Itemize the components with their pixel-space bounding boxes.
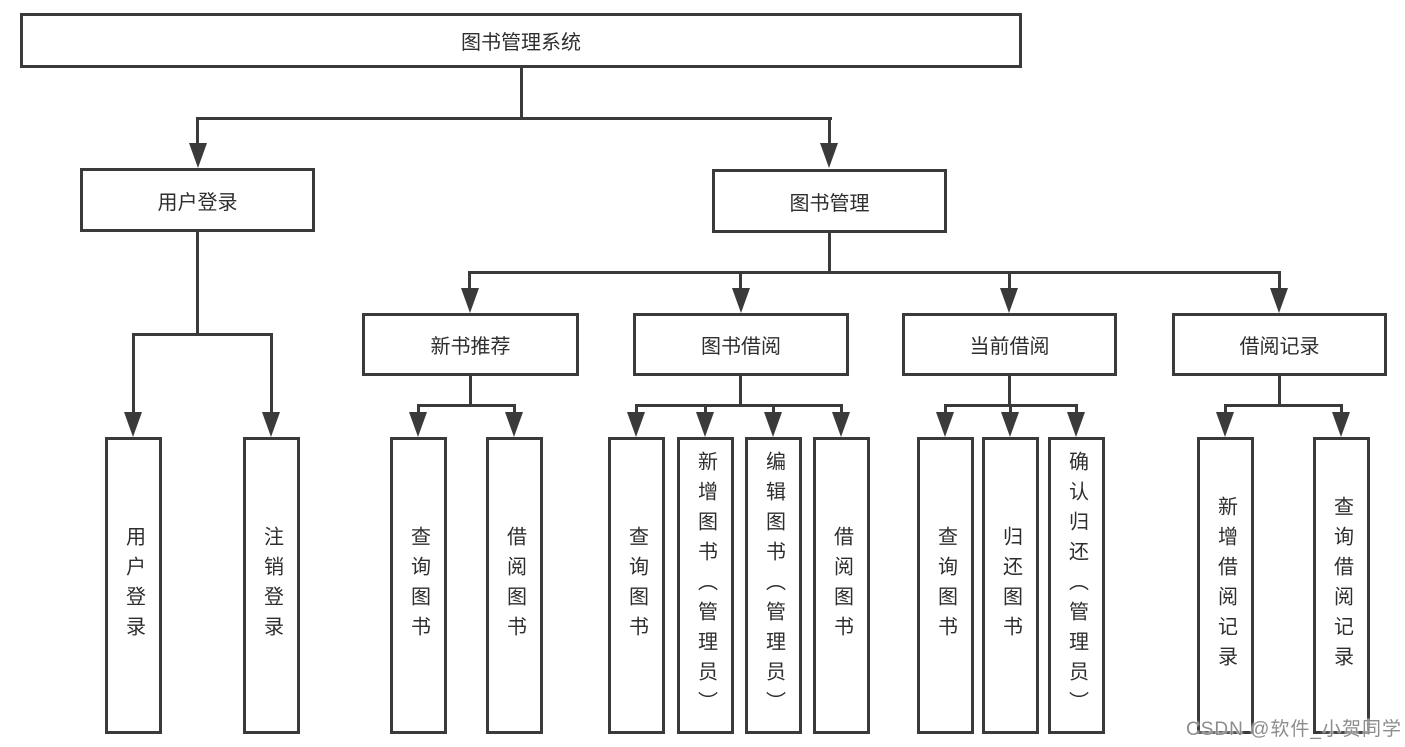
node-current-borrow-label: 当前借阅 xyxy=(969,336,1050,358)
node-current-borrow: 当前借阅 xyxy=(902,313,1117,376)
connector xyxy=(1278,376,1281,405)
leaf-query-borrow-record: 查询借阅记录 xyxy=(1313,437,1370,734)
leaf-logout: 注销登录 xyxy=(243,437,300,734)
leaf-add-book-admin: 新增图书（管理员） xyxy=(677,437,734,734)
arrowhead-down-icon xyxy=(764,412,782,437)
connector xyxy=(739,375,742,406)
arrowhead-down-icon xyxy=(732,288,750,313)
arrowhead-down-icon xyxy=(696,412,714,437)
connector xyxy=(840,404,843,414)
connector xyxy=(469,271,1281,274)
arrowhead-down-icon xyxy=(262,412,280,437)
arrowhead-down-icon xyxy=(627,412,645,437)
leaf-label: 查询图书 xyxy=(934,525,957,646)
connector xyxy=(739,271,742,290)
connector xyxy=(196,232,199,335)
connector xyxy=(1340,404,1343,414)
connector xyxy=(513,404,516,414)
leaf-return-book: 归还图书 xyxy=(982,437,1039,734)
arrowhead-down-icon xyxy=(461,288,479,313)
connector xyxy=(132,333,273,336)
leaf-borrow-book: 借阅图书 xyxy=(813,437,870,734)
watermark: CSDN @软件_小贺同学 xyxy=(1186,719,1402,740)
connector xyxy=(1224,404,1343,407)
arrowhead-down-icon xyxy=(1067,412,1085,437)
arrowhead-down-icon xyxy=(189,143,207,168)
connector xyxy=(828,233,831,273)
node-new-book-recommend: 新书推荐 xyxy=(362,313,579,376)
arrowhead-down-icon xyxy=(936,412,954,437)
node-book-management: 图书管理 xyxy=(712,169,947,233)
connector xyxy=(417,404,516,407)
leaf-confirm-return-admin: 确认归还（管理员） xyxy=(1048,437,1105,734)
arrowhead-down-icon xyxy=(1000,288,1018,313)
connector xyxy=(635,404,638,414)
leaf-label: 注销登录 xyxy=(260,525,283,646)
leaf-label: 借阅图书 xyxy=(830,525,853,646)
arrowhead-down-icon xyxy=(832,412,850,437)
connector xyxy=(1009,404,1012,414)
connector xyxy=(944,404,947,414)
connector xyxy=(468,271,471,290)
connector xyxy=(828,117,831,144)
leaf-user-login: 用户登录 xyxy=(105,437,162,734)
connector xyxy=(520,68,523,118)
node-new-book-recommend-label: 新书推荐 xyxy=(430,336,511,358)
leaf-label: 编辑图书（管理员） xyxy=(762,450,785,721)
leaf-label: 新增借阅记录 xyxy=(1214,495,1237,676)
arrowhead-down-icon xyxy=(820,143,838,168)
node-book-management-label: 图书管理 xyxy=(789,192,870,215)
connector xyxy=(417,404,420,414)
leaf-query-book-current: 查询图书 xyxy=(917,437,974,734)
leaf-edit-book-admin: 编辑图书（管理员） xyxy=(745,437,802,734)
leaf-label: 查询图书 xyxy=(625,525,648,646)
connector xyxy=(1224,404,1227,414)
leaf-label: 用户登录 xyxy=(122,525,145,646)
connector xyxy=(196,117,199,144)
arrowhead-down-icon xyxy=(1270,288,1288,313)
node-borrow-record: 借阅记录 xyxy=(1172,313,1387,376)
leaf-label: 归还图书 xyxy=(999,525,1022,646)
connector xyxy=(132,333,135,413)
connector xyxy=(1278,271,1281,290)
leaf-label: 借阅图书 xyxy=(503,525,526,646)
leaf-query-book-borrow: 查询图书 xyxy=(608,437,665,734)
arrowhead-down-icon xyxy=(1332,412,1350,437)
connector xyxy=(469,376,472,406)
connector xyxy=(772,404,775,414)
connector xyxy=(635,404,843,407)
node-book-borrow: 图书借阅 xyxy=(633,313,849,376)
connector xyxy=(704,404,707,414)
leaf-label: 查询借阅记录 xyxy=(1330,495,1353,676)
node-book-borrow-label: 图书借阅 xyxy=(701,336,781,358)
connector xyxy=(1075,404,1078,414)
leaf-label: 确认归还（管理员） xyxy=(1065,450,1088,721)
leaf-label: 新增图书（管理员） xyxy=(694,450,717,721)
leaf-query-book-recommend: 查询图书 xyxy=(390,437,447,734)
connector xyxy=(270,333,273,413)
arrowhead-down-icon xyxy=(1001,412,1019,437)
arrowhead-down-icon xyxy=(505,412,523,437)
node-borrow-record-label: 借阅记录 xyxy=(1239,336,1320,358)
leaf-borrow-book-recommend: 借阅图书 xyxy=(486,437,543,734)
connector xyxy=(1008,271,1011,290)
node-root-label: 图书管理系统 xyxy=(461,32,581,54)
arrowhead-down-icon xyxy=(1216,412,1234,437)
node-user-login: 用户登录 xyxy=(80,168,315,232)
node-user-login-label: 用户登录 xyxy=(157,191,238,214)
arrowhead-down-icon xyxy=(124,412,142,437)
node-root: 图书管理系统 xyxy=(20,13,1022,68)
arrowhead-down-icon xyxy=(409,412,427,437)
leaf-add-borrow-record: 新增借阅记录 xyxy=(1197,437,1254,734)
connector xyxy=(1008,376,1011,406)
connector xyxy=(196,117,832,120)
leaf-label: 查询图书 xyxy=(407,525,430,646)
